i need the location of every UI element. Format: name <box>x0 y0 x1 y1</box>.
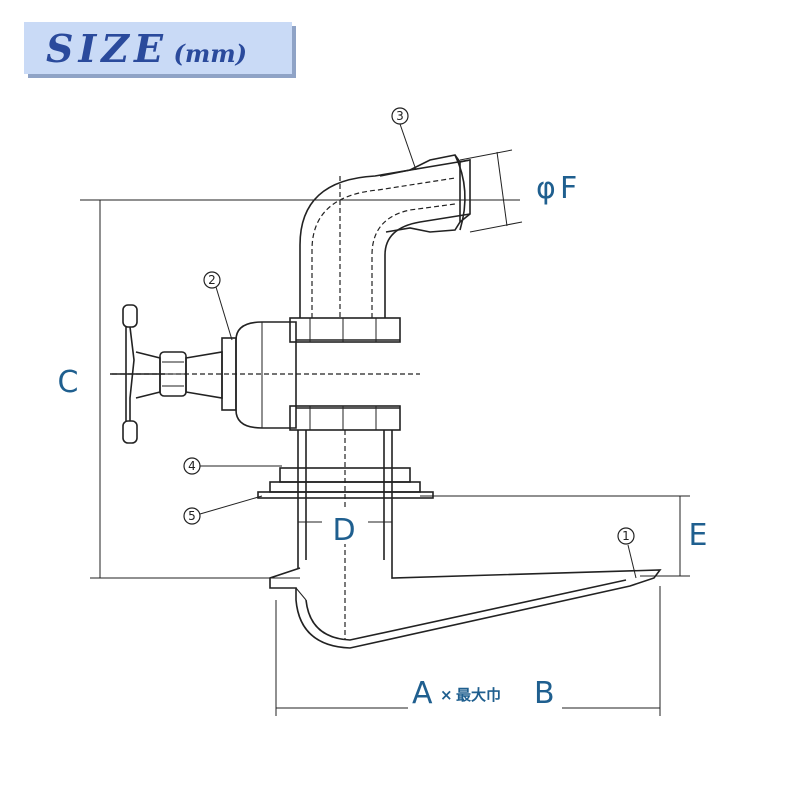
leader-lines <box>199 123 637 579</box>
basin <box>269 567 662 649</box>
part-number-2-text: 2 <box>208 273 216 287</box>
size-unit: (mm) <box>173 39 248 68</box>
dimension-c <box>80 199 520 579</box>
dimension-f <box>459 149 523 233</box>
label-e: E <box>689 518 708 553</box>
elbow-outlet <box>299 154 471 318</box>
label-a: A <box>412 676 433 711</box>
size-banner: SIZE (mm) <box>24 22 292 74</box>
label-d-bg <box>326 510 362 544</box>
label-f: F <box>560 171 577 206</box>
label-ab-bg <box>408 674 562 710</box>
label-b: B <box>534 676 555 711</box>
banner-heading: SIZE (mm) <box>46 26 247 71</box>
size-title: SIZE <box>46 26 168 71</box>
part-number-1-text: 1 <box>622 529 630 543</box>
flange-washers <box>257 467 434 499</box>
label-d: D <box>332 513 355 548</box>
valve-body <box>112 321 420 429</box>
label-c: C <box>58 365 79 400</box>
part-number-3: 3 <box>391 107 409 125</box>
part-number-1: 1 <box>617 527 635 545</box>
upper-nut <box>289 317 401 343</box>
part-number-2: 2 <box>203 271 221 289</box>
part-number-5: 5 <box>183 507 201 525</box>
part-number-5-text: 5 <box>188 509 196 523</box>
part-number-4-text: 4 <box>188 459 196 473</box>
part-number-4: 4 <box>183 457 201 475</box>
label-ab-separator: × <box>440 686 453 704</box>
part-number-3-text: 3 <box>396 109 404 123</box>
lower-nut <box>289 405 401 431</box>
label-ab-note: 最大巾 <box>456 686 501 704</box>
dimension-e <box>420 495 690 577</box>
label-f-prefix: φ <box>536 171 556 206</box>
label-c-bg <box>50 362 86 398</box>
